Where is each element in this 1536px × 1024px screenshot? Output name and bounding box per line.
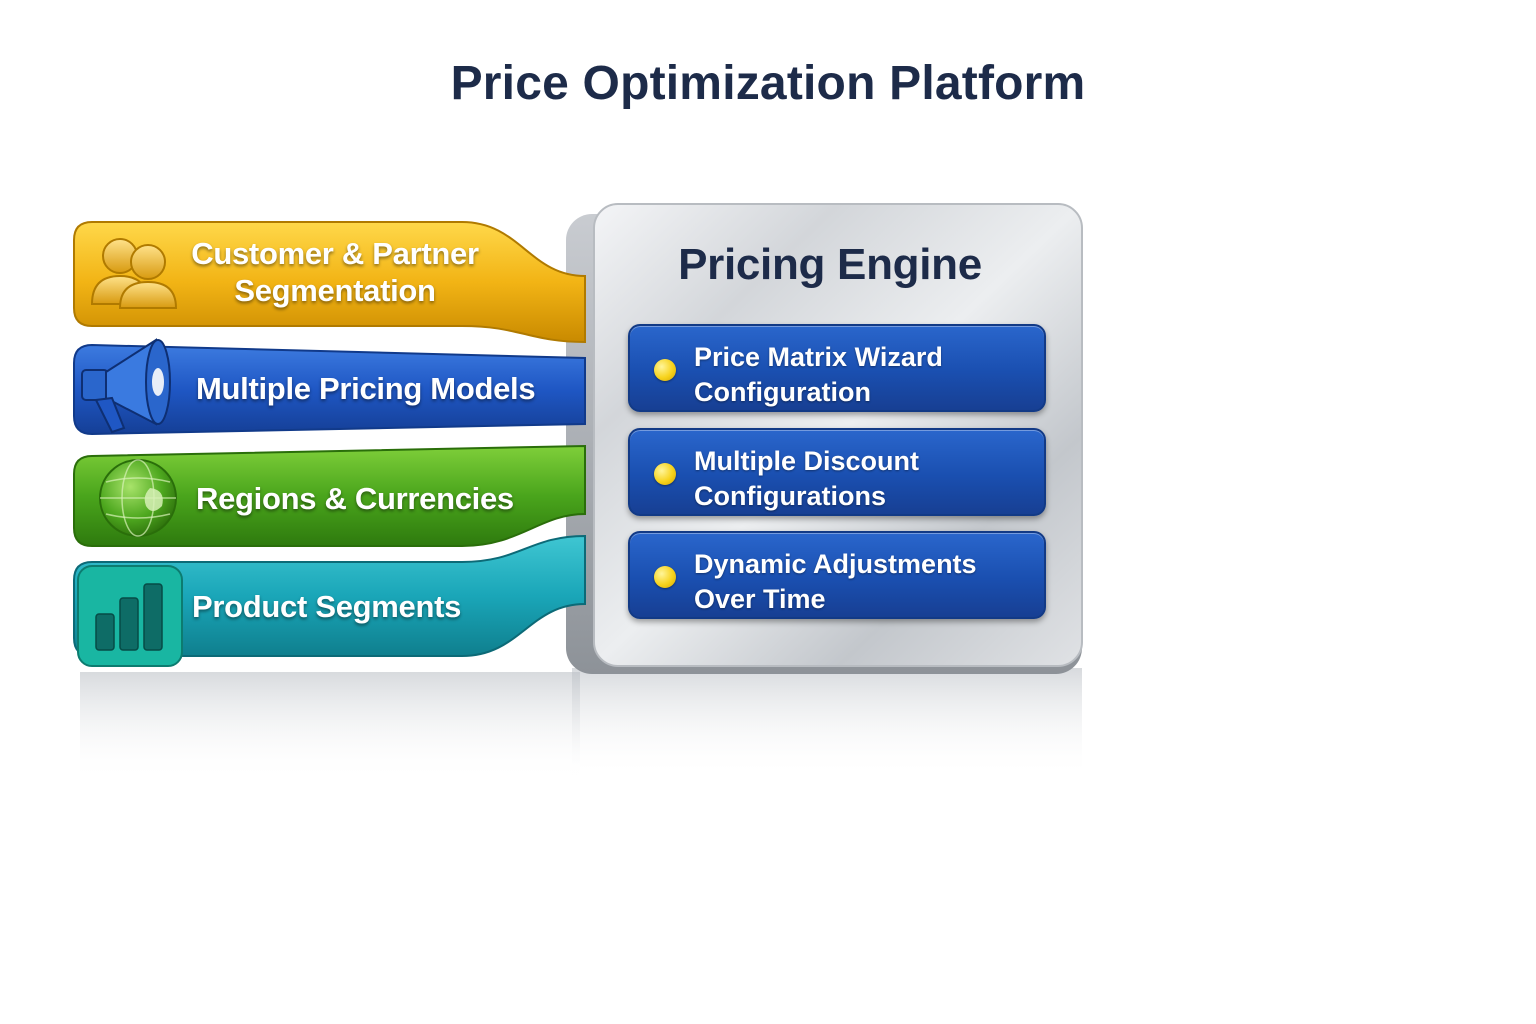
engine-item-text: Multiple Discount Configurations — [694, 444, 1034, 514]
engine-item-text: Price Matrix Wizard Configuration — [694, 340, 1034, 410]
ribbon-label-line: Customer & Partner — [191, 236, 479, 271]
engine-item-line: Over Time — [694, 584, 826, 614]
ribbon-label-line: Regions & Currencies — [196, 480, 514, 516]
ribbon-label-line: Multiple Pricing Models — [196, 370, 536, 406]
bullet-dot — [654, 566, 676, 588]
engine-item-line: Configuration — [694, 377, 871, 407]
engine-item-discounts: Multiple Discount Configurations — [628, 428, 1046, 516]
people-icon — [90, 238, 178, 309]
ribbon-label-line: Product Segments — [192, 588, 462, 624]
engine-item-line: Configurations — [694, 481, 886, 511]
ribbon-regions-currencies — [73, 444, 586, 547]
ribbon-label-regions: Regions & Currencies — [196, 478, 556, 518]
megaphone-icon — [81, 338, 171, 434]
ribbon-reflection — [80, 672, 580, 782]
engine-item-text: Dynamic Adjustments Over Time — [694, 547, 1034, 617]
engine-item-price-matrix: Price Matrix Wizard Configuration — [628, 324, 1046, 412]
engine-item-line: Price Matrix Wizard — [694, 342, 943, 372]
bar-chart-icon — [77, 565, 183, 667]
ribbon-label-line: Segmentation — [234, 273, 436, 308]
engine-reflection — [572, 668, 1082, 778]
engine-title: Pricing Engine — [678, 240, 982, 289]
ribbon-customer-partner-segmentation — [73, 221, 586, 344]
ribbon-label-product-segments: Product Segments — [192, 586, 552, 626]
page-title: Price Optimization Platform — [450, 57, 1086, 110]
engine-item-line: Multiple Discount — [694, 446, 919, 476]
globe-icon — [99, 459, 177, 537]
ribbon-product-segments — [73, 534, 586, 657]
engine-item-dynamic-adjustments: Dynamic Adjustments Over Time — [628, 531, 1046, 619]
engine-item-line: Dynamic Adjustments — [694, 549, 977, 579]
ribbon-multiple-pricing-models — [73, 343, 586, 436]
ribbon-label-customer-partner: Customer & Partner Segmentation — [180, 234, 490, 310]
bullet-dot — [654, 463, 676, 485]
ribbon-label-pricing-models: Multiple Pricing Models — [196, 368, 556, 408]
bullet-dot — [654, 359, 676, 381]
